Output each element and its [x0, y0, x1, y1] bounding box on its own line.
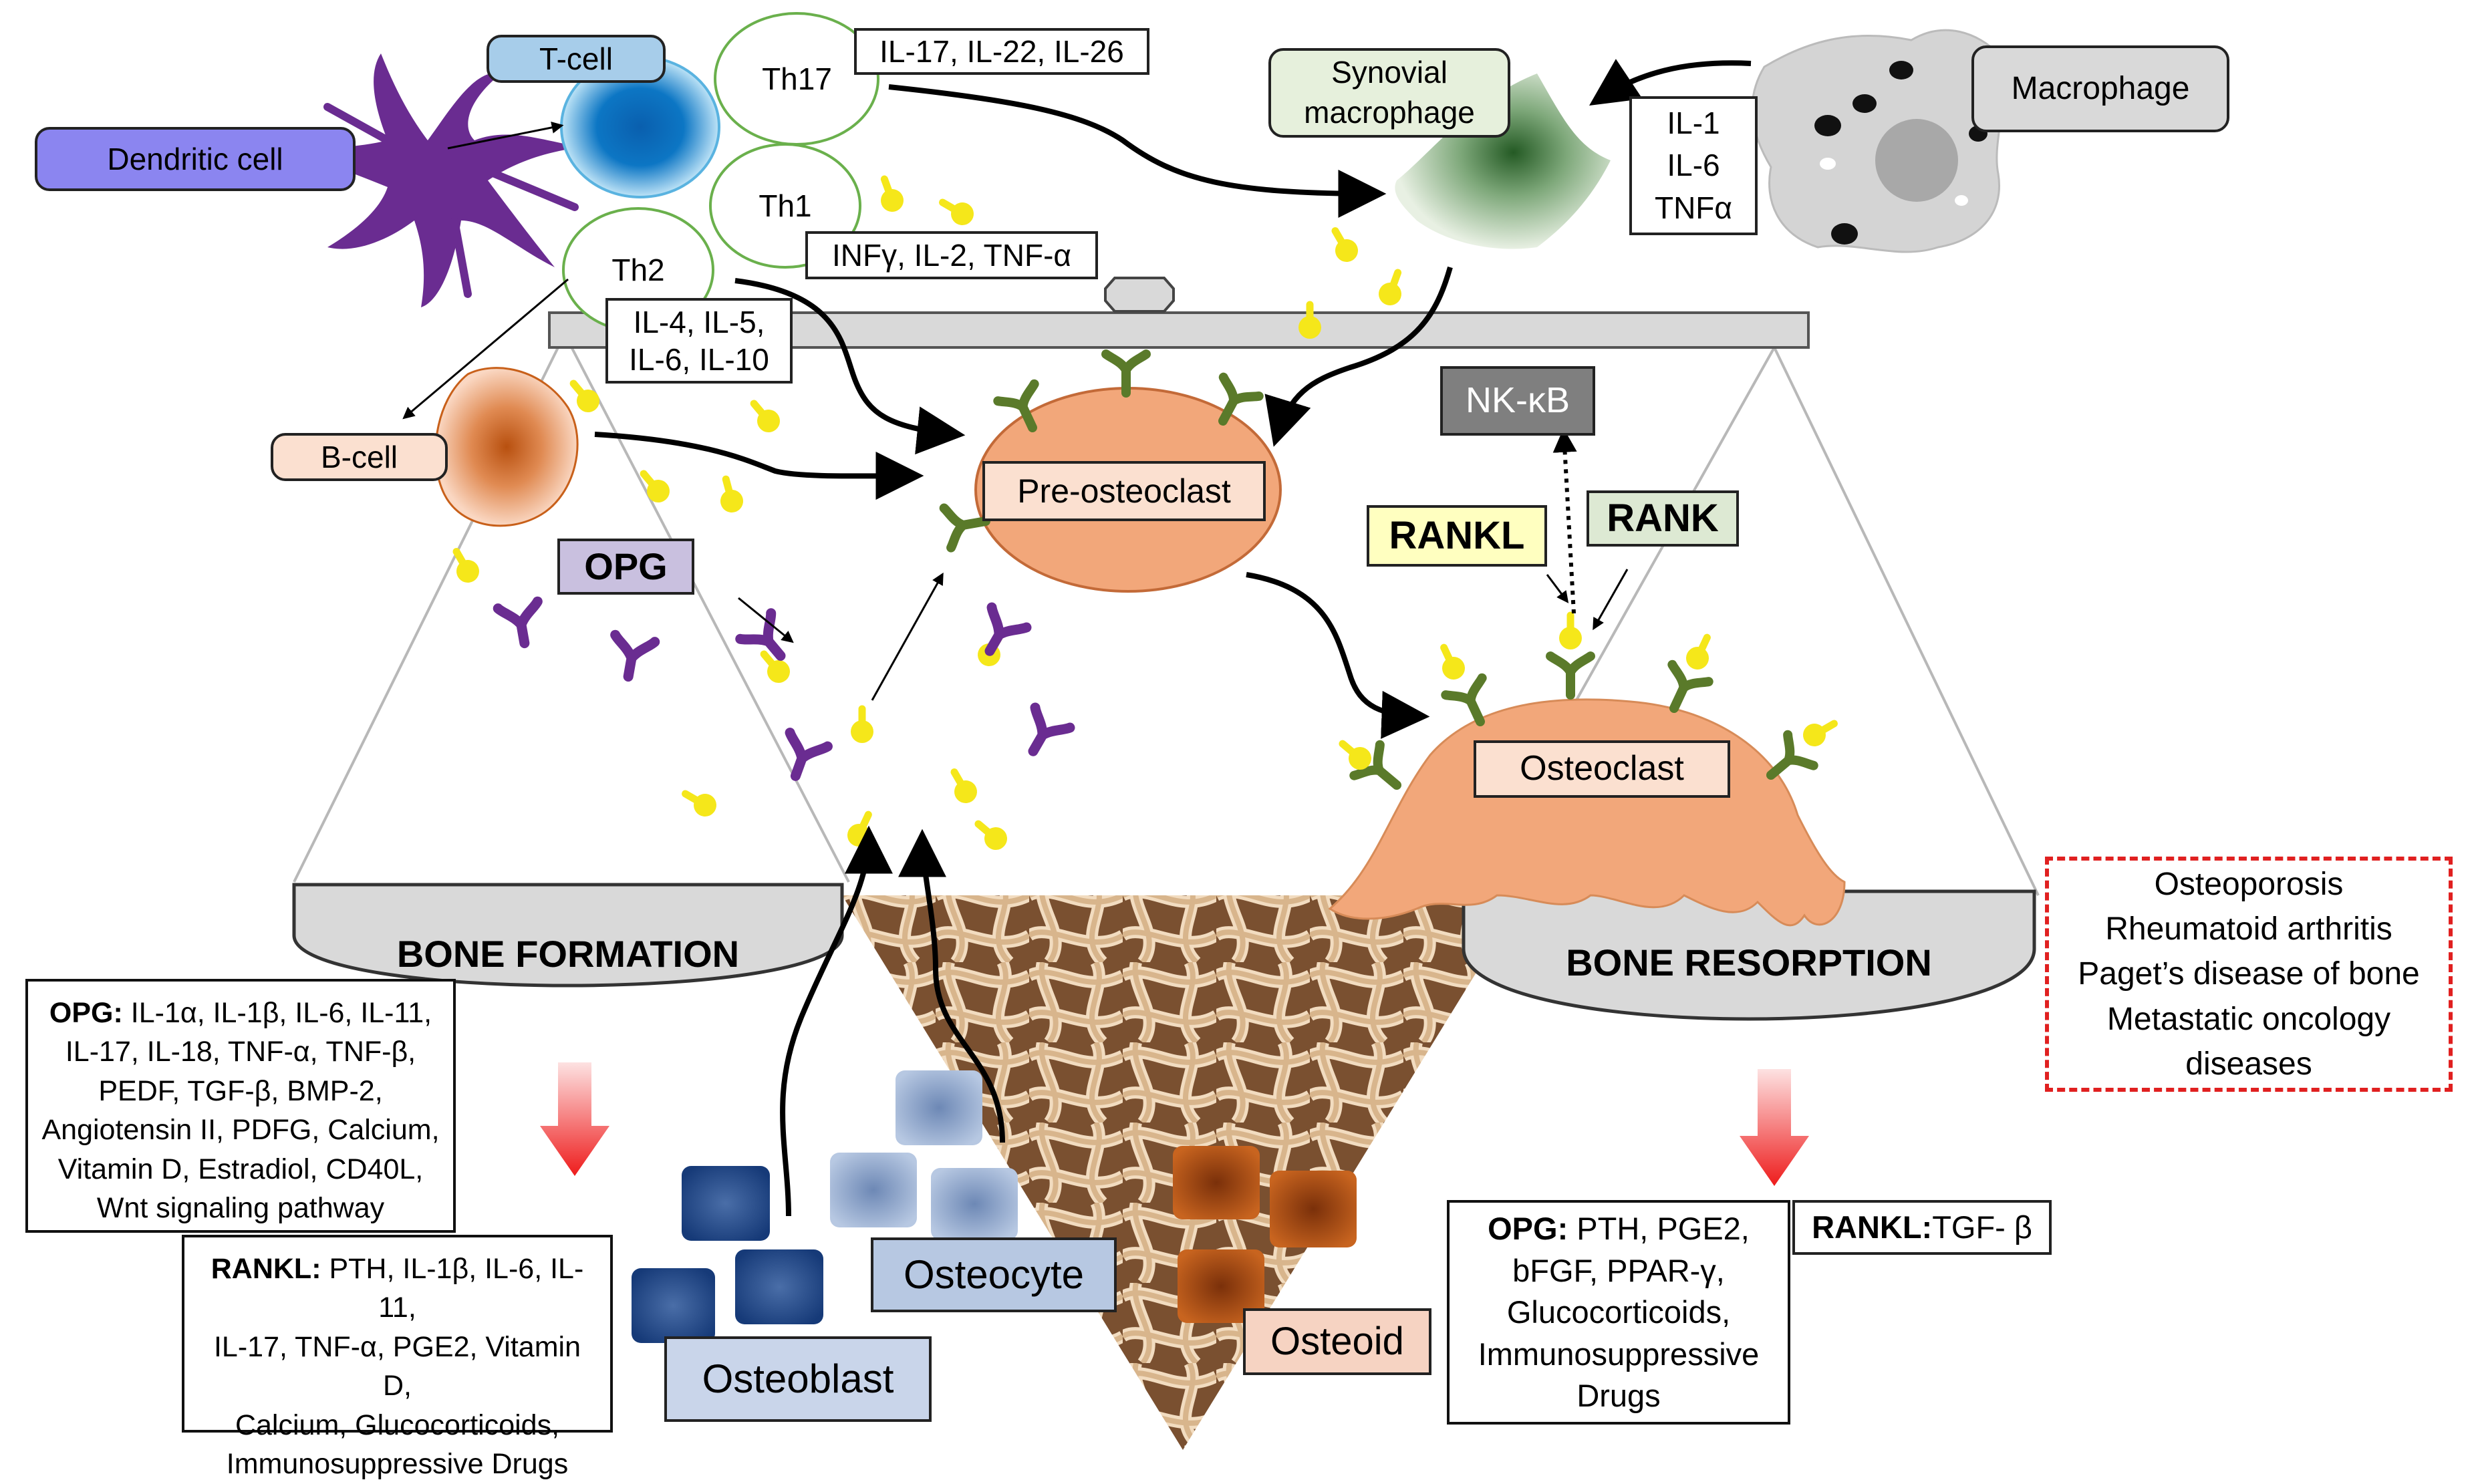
bone-formation-title: BONE FORMATION — [396, 932, 740, 975]
rank-label: RANK — [1587, 490, 1739, 547]
resorption-opg-line: PTH, PGE2, — [1568, 1211, 1750, 1246]
bone-resorption-title: BONE RESORPTION — [1566, 941, 1932, 984]
macrophage-label: Macrophage — [1971, 45, 2229, 132]
resorption-opg-line: Glucocorticoids, — [1506, 1294, 1731, 1330]
disease-item: diseases — [2185, 1046, 2312, 1082]
thick-arrows — [594, 59, 1752, 1217]
resorption-rankl-label: RANKL: — [1812, 1209, 1933, 1245]
formation-rankl-line: Immunosuppressive Drugs — [226, 1448, 569, 1481]
resorption-rankl-text: TGF- β — [1932, 1209, 2032, 1245]
resorption-opg-line: Immunosuppressive — [1478, 1336, 1760, 1372]
disease-item: Metastatic oncology — [2106, 1001, 2391, 1037]
diagram-artwork — [292, 12, 2040, 1450]
nfkb-label: NK-κB — [1440, 366, 1595, 436]
resorption-opg-line: bFGF, PPAR-γ, — [1512, 1252, 1725, 1288]
formation-pan — [292, 883, 844, 988]
dendritic-cell-shape — [294, 53, 581, 307]
resorption-pan — [1462, 889, 2036, 1021]
b-cell-label: B-cell — [271, 433, 448, 481]
formation-opg-line: IL-1α, IL-1β, IL-6, IL-11, — [122, 997, 432, 1029]
t-cell-label: T-cell — [487, 35, 666, 83]
resorption-rankl-regulators: RANKL:TGF- β — [1792, 1200, 2052, 1255]
osteoclast-label: Osteoclast — [1474, 740, 1730, 798]
disease-list: Osteoporosis Rheumatoid arthritis Paget’… — [2045, 857, 2453, 1092]
osteocyte-cells — [830, 1070, 1018, 1240]
red-down-arrows — [540, 1062, 1809, 1186]
th2-label: Th2 — [611, 253, 665, 287]
disease-item: Rheumatoid arthritis — [2105, 911, 2392, 947]
formation-opg-line: Angiotensin II, PDFG, Calcium, — [41, 1114, 440, 1147]
opg-label: OPG — [557, 539, 694, 595]
synovial-macrophage-label: Synovial macrophage — [1268, 48, 1510, 138]
formation-opg-line: IL-17, IL-18, TNF-α, TNF-β, — [65, 1036, 416, 1068]
th2-cytokines-line2: IL-6, IL-10 — [629, 342, 769, 377]
macrophage-shape — [1751, 29, 2004, 253]
osteoid-label: Osteoid — [1243, 1308, 1431, 1375]
th2-cytokines: IL-4, IL-5, IL-6, IL-10 — [605, 298, 793, 384]
osteocyte-label: Osteocyte — [871, 1237, 1117, 1312]
th17-label: Th17 — [762, 61, 832, 96]
disease-item: Osteoporosis — [2154, 867, 2344, 903]
resorption-opg-label: OPG: — [1488, 1211, 1568, 1246]
rankl-label: RANKL — [1367, 505, 1547, 567]
disease-item: Paget’s disease of bone — [2078, 956, 2420, 992]
b-cell-shape — [434, 367, 579, 527]
formation-opg-line: PEDF, TGF-β, BMP-2, — [98, 1074, 383, 1107]
formation-rankl-label: RANKL: — [211, 1253, 321, 1285]
synovial-macrophage-shape — [1395, 73, 1611, 249]
formation-opg-line: Vitamin D, Estradiol, CD40L, — [57, 1153, 424, 1185]
macrophage-cytokines: IL-1 IL-6 TNFα — [1629, 96, 1758, 235]
th17-cytokines: IL-17, IL-22, IL-26 — [854, 28, 1149, 75]
macrophage-cytokine-1: IL-1 — [1667, 105, 1720, 140]
osteoblast-label: Osteoblast — [664, 1336, 932, 1422]
formation-rankl-line: PTH, IL-1β, IL-6, IL-11, — [321, 1253, 584, 1324]
th1-cytokines: INFγ, IL-2, TNF-α — [805, 231, 1098, 279]
th2-cytokines-line1: IL-4, IL-5, — [633, 304, 765, 339]
formation-opg-label: OPG: — [49, 997, 123, 1029]
thin-arrows — [402, 121, 1629, 701]
resorption-opg-line: Drugs — [1576, 1378, 1661, 1413]
osteoblast-cells — [632, 1166, 823, 1343]
formation-opg-regulators: OPG: IL-1α, IL-1β, IL-6, IL-11, IL-17, I… — [25, 979, 456, 1233]
formation-opg-line: Wnt signaling pathway — [96, 1192, 385, 1225]
formation-rankl-line: Calcium, Glucocorticoids, — [235, 1408, 560, 1441]
pre-osteoclast-label: Pre-osteoclast — [982, 461, 1266, 521]
th1-label: Th1 — [759, 188, 812, 223]
formation-rankl-regulators: RANKL: PTH, IL-1β, IL-6, IL-11, IL-17, T… — [182, 1235, 613, 1480]
macrophage-cytokine-2: IL-6 — [1667, 148, 1720, 183]
diagram-stage: Dendritic cell T-cell Th17 Th1 Th2 B-cel… — [25, 12, 2453, 1480]
osteoid-cells — [1173, 1146, 1357, 1323]
dendritic-cell-label: Dendritic cell — [35, 127, 356, 191]
formation-rankl-line: IL-17, TNF-α, PGE2, Vitamin D, — [213, 1330, 581, 1402]
osteoclast-shape — [1328, 698, 1846, 927]
resorption-opg-regulators: OPG: PTH, PGE2, bFGF, PPAR-γ, Glucocorti… — [1447, 1200, 1790, 1425]
macrophage-cytokine-3: TNFα — [1654, 190, 1732, 225]
